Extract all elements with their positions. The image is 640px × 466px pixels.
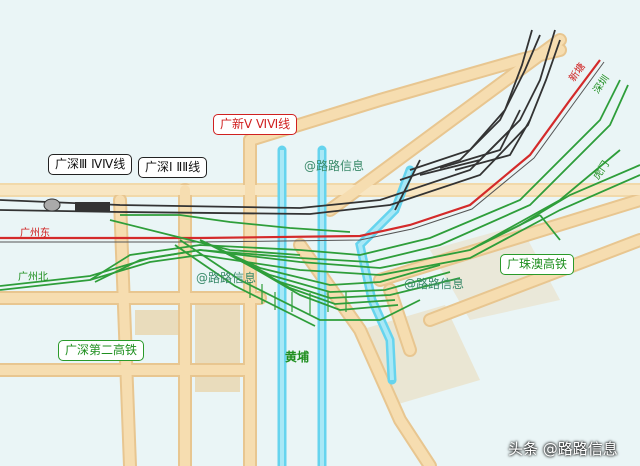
station-guangzhou-north: 广州北 <box>18 272 48 283</box>
city-block <box>195 305 240 392</box>
watermark-left: @路路信息 <box>196 271 257 285</box>
label-guangzhuao: 广珠澳高铁 <box>500 254 575 275</box>
junction-marker <box>43 198 61 212</box>
line-guangxin <box>0 59 601 240</box>
label-guangshen-3-4: 广深Ⅲ ⅣⅣ线 <box>48 154 133 175</box>
label-guangxin-5-6: 广新Ⅴ ⅥⅥ线 <box>213 114 298 135</box>
track-ties <box>249 282 347 314</box>
district-huangpu: 黄埔 <box>285 350 310 364</box>
station-guangzhou-east: 广州东 <box>20 228 50 239</box>
label-guangshen-1-2: 广深Ⅰ ⅡⅡ线 <box>138 157 208 178</box>
watermark-right: @路路信息 <box>404 277 465 291</box>
watermark-top: @路路信息 <box>304 159 365 173</box>
station-block <box>75 202 110 211</box>
road-network-fill <box>0 35 640 466</box>
footer-credit: 头条 @路路信息 <box>508 440 618 458</box>
line-guangshen <box>0 29 561 215</box>
line-guangxin-track <box>0 61 605 243</box>
city-block <box>135 310 190 335</box>
line-high-speed <box>0 79 640 327</box>
label-guangshen-second: 广深第二高铁 <box>58 340 145 361</box>
